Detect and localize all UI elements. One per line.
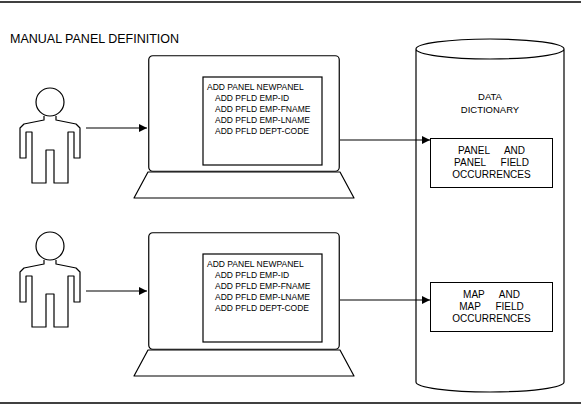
command-line: ADD PFLD EMP-LNAME [207, 115, 319, 126]
command-line: ADD PFLD EMP-ID [207, 93, 319, 104]
diagram-title: MANUAL PANEL DEFINITION [10, 32, 179, 46]
screen-text: ADD PANEL NEWPANELADD PFLD EMP-IDADD PFL… [207, 82, 319, 137]
command-line: ADD PFLD EMP-FNAME [207, 281, 319, 292]
command-line: ADD PANEL NEWPANEL [207, 259, 319, 270]
terminal-frame [149, 233, 340, 350]
flow-arrow [340, 139, 430, 140]
terminal-screen: ADD PANEL NEWPANELADD PFLD EMP-IDADD PFL… [148, 232, 340, 350]
terminal-screen: ADD PANEL NEWPANELADD PFLD EMP-IDADD PFL… [148, 55, 340, 172]
input-arrow [86, 127, 147, 128]
record-box: PANEL AND PANEL FIELD OCCURRENCES [430, 138, 553, 188]
cylinder-shape [416, 39, 564, 392]
person-head [36, 232, 64, 260]
command-line: ADD PFLD DEPT-CODE [207, 126, 319, 137]
terminal-display [203, 77, 322, 165]
box-label: PANEL AND PANEL FIELD OCCURRENCES [448, 145, 536, 181]
top-rule [0, 1, 581, 3]
box-label: MAP AND MAP FIELD OCCURRENCES [448, 289, 536, 325]
flow-arrow [340, 299, 430, 300]
command-line: ADD PFLD EMP-FNAME [207, 104, 319, 115]
command-line: ADD PFLD EMP-LNAME [207, 292, 319, 303]
screen-text: ADD PANEL NEWPANELADD PFLD EMP-IDADD PFL… [207, 259, 319, 314]
person-head [36, 88, 64, 116]
terminal-frame [149, 56, 340, 172]
store-name: DATA DICTIONARY [454, 90, 526, 116]
bottom-rule [0, 402, 581, 404]
record-box: MAP AND MAP FIELD OCCURRENCES [430, 282, 553, 332]
command-line: ADD PANEL NEWPANEL [207, 82, 319, 93]
terminal-display [203, 254, 322, 342]
terminal-base [134, 172, 354, 198]
command-line: ADD PFLD DEPT-CODE [207, 303, 319, 314]
command-line: ADD PFLD EMP-ID [207, 270, 319, 281]
database-cylinder: DATA DICTIONARY PANEL AND PANEL FIELD OCC… [415, 38, 565, 393]
person-body [20, 116, 80, 183]
terminal-base [134, 350, 354, 376]
person-body [20, 260, 80, 327]
input-arrow [86, 290, 147, 291]
cylinder-heading: DATA DICTIONARY [454, 90, 526, 116]
